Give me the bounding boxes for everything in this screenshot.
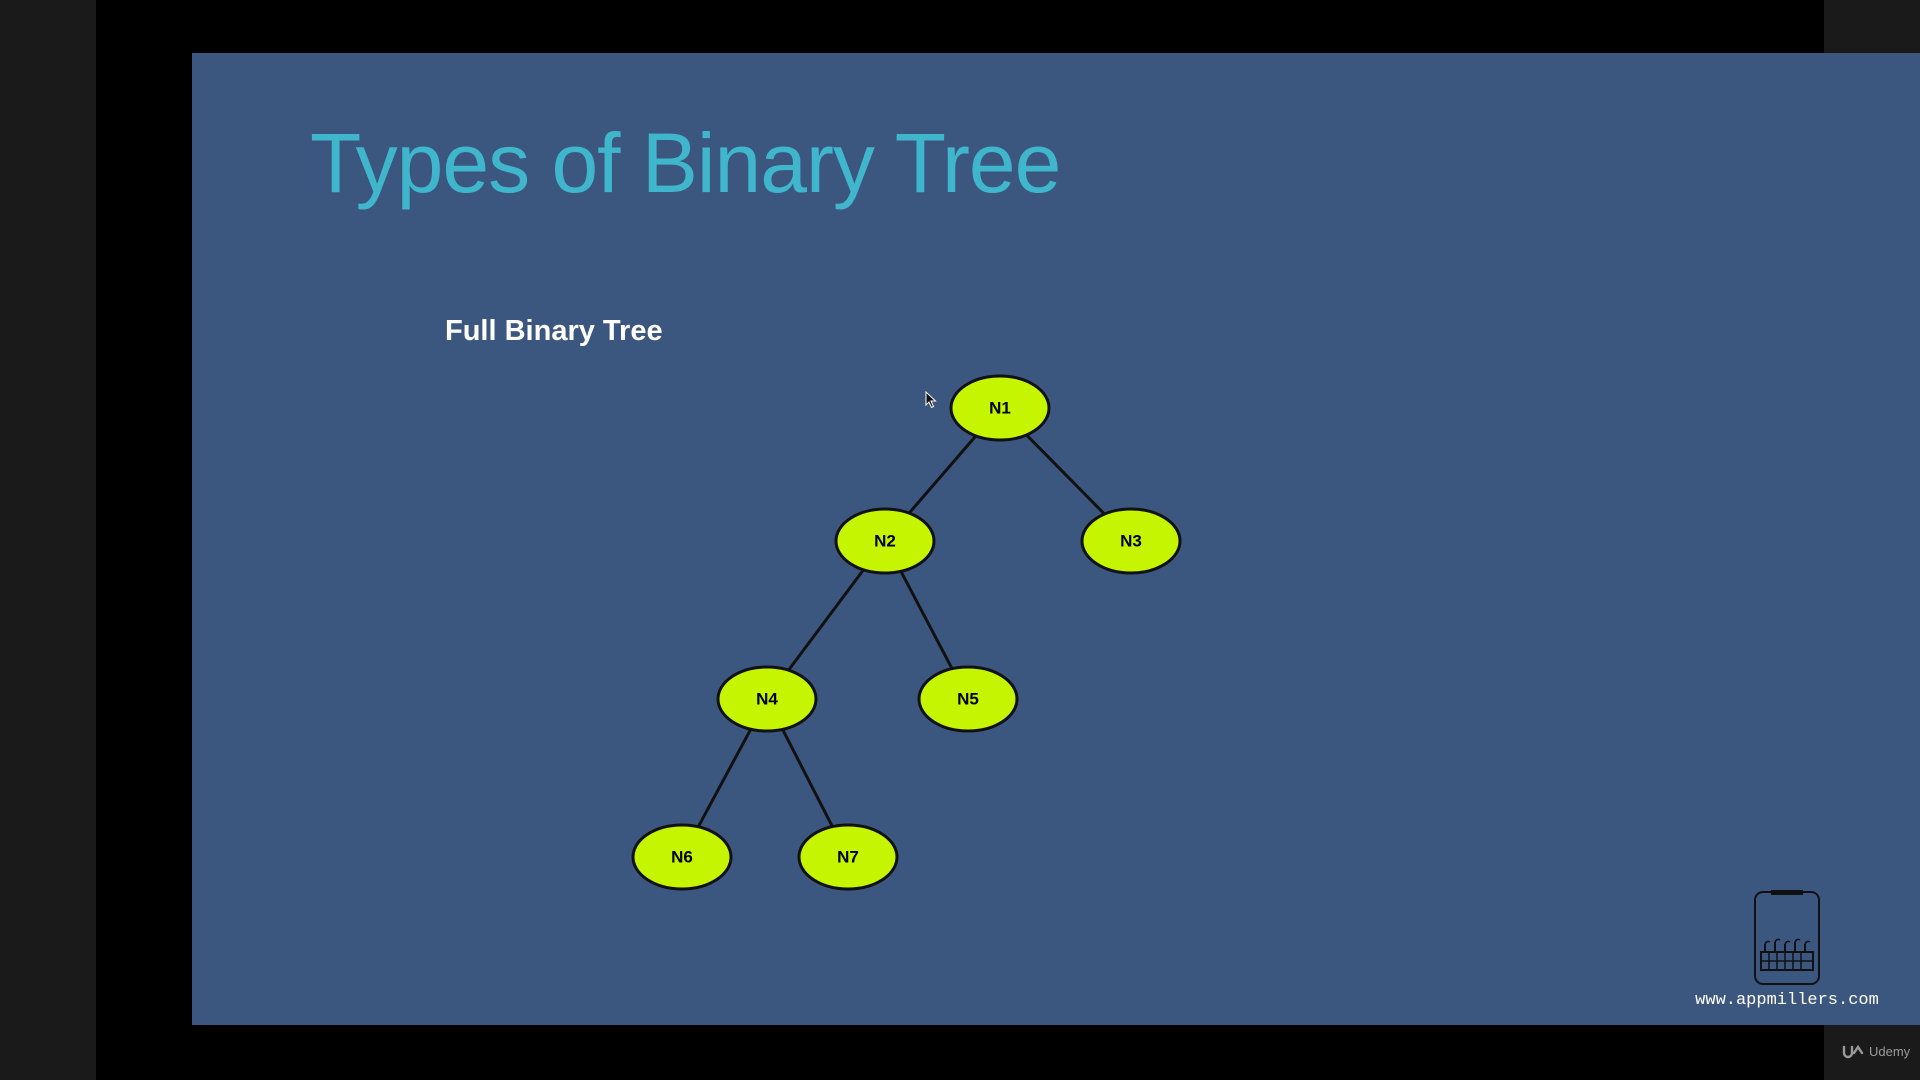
- slide-title: Types of Binary Tree: [310, 116, 1061, 210]
- node-shape: [917, 665, 1019, 733]
- presentation-slide: Types of Binary Tree Full Binary Tree N1…: [192, 53, 1920, 1025]
- udemy-label: Udemy: [1869, 1044, 1911, 1059]
- node-shape: [834, 507, 936, 575]
- edge-n4-n6: [696, 728, 753, 828]
- node-shape: [1080, 507, 1182, 575]
- node-shape: [631, 823, 733, 891]
- node-shape: [716, 665, 818, 733]
- tree-node-n6: N6: [631, 823, 733, 891]
- node-shape: [797, 823, 899, 891]
- tree-node-n4: N4: [716, 665, 818, 733]
- udemy-logo-icon: [1842, 1044, 1864, 1058]
- tree-node-n1: N1: [949, 374, 1051, 442]
- edge-n1-n2: [907, 434, 978, 515]
- node-label: N4: [756, 690, 778, 709]
- tree-edges: [696, 433, 1106, 828]
- udemy-watermark: Udemy: [1842, 1044, 1910, 1059]
- node-label: N7: [837, 848, 859, 867]
- mouse-cursor-icon: [925, 391, 937, 409]
- video-letterbox: Types of Binary Tree Full Binary Tree N1…: [96, 0, 1920, 1080]
- website-url: www.appmillers.com: [1695, 991, 1879, 1010]
- node-label: N5: [957, 690, 979, 709]
- tree-node-n5: N5: [917, 665, 1019, 733]
- section-heading: Full Binary Tree: [445, 315, 663, 347]
- factory-phone-icon: [1754, 890, 1820, 985]
- edge-n2-n5: [899, 570, 954, 670]
- edge-n1-n3: [1025, 433, 1106, 516]
- tree-node-n7: N7: [797, 823, 899, 891]
- edge-n4-n7: [781, 728, 834, 828]
- node-shape: [949, 374, 1051, 442]
- node-label: N1: [989, 399, 1011, 418]
- edge-n2-n4: [787, 568, 865, 672]
- node-label: N6: [671, 848, 693, 867]
- tree-node-n2: N2: [834, 507, 936, 575]
- node-label: N3: [1120, 532, 1142, 551]
- tree-node-n3: N3: [1080, 507, 1182, 575]
- node-label: N2: [874, 532, 896, 551]
